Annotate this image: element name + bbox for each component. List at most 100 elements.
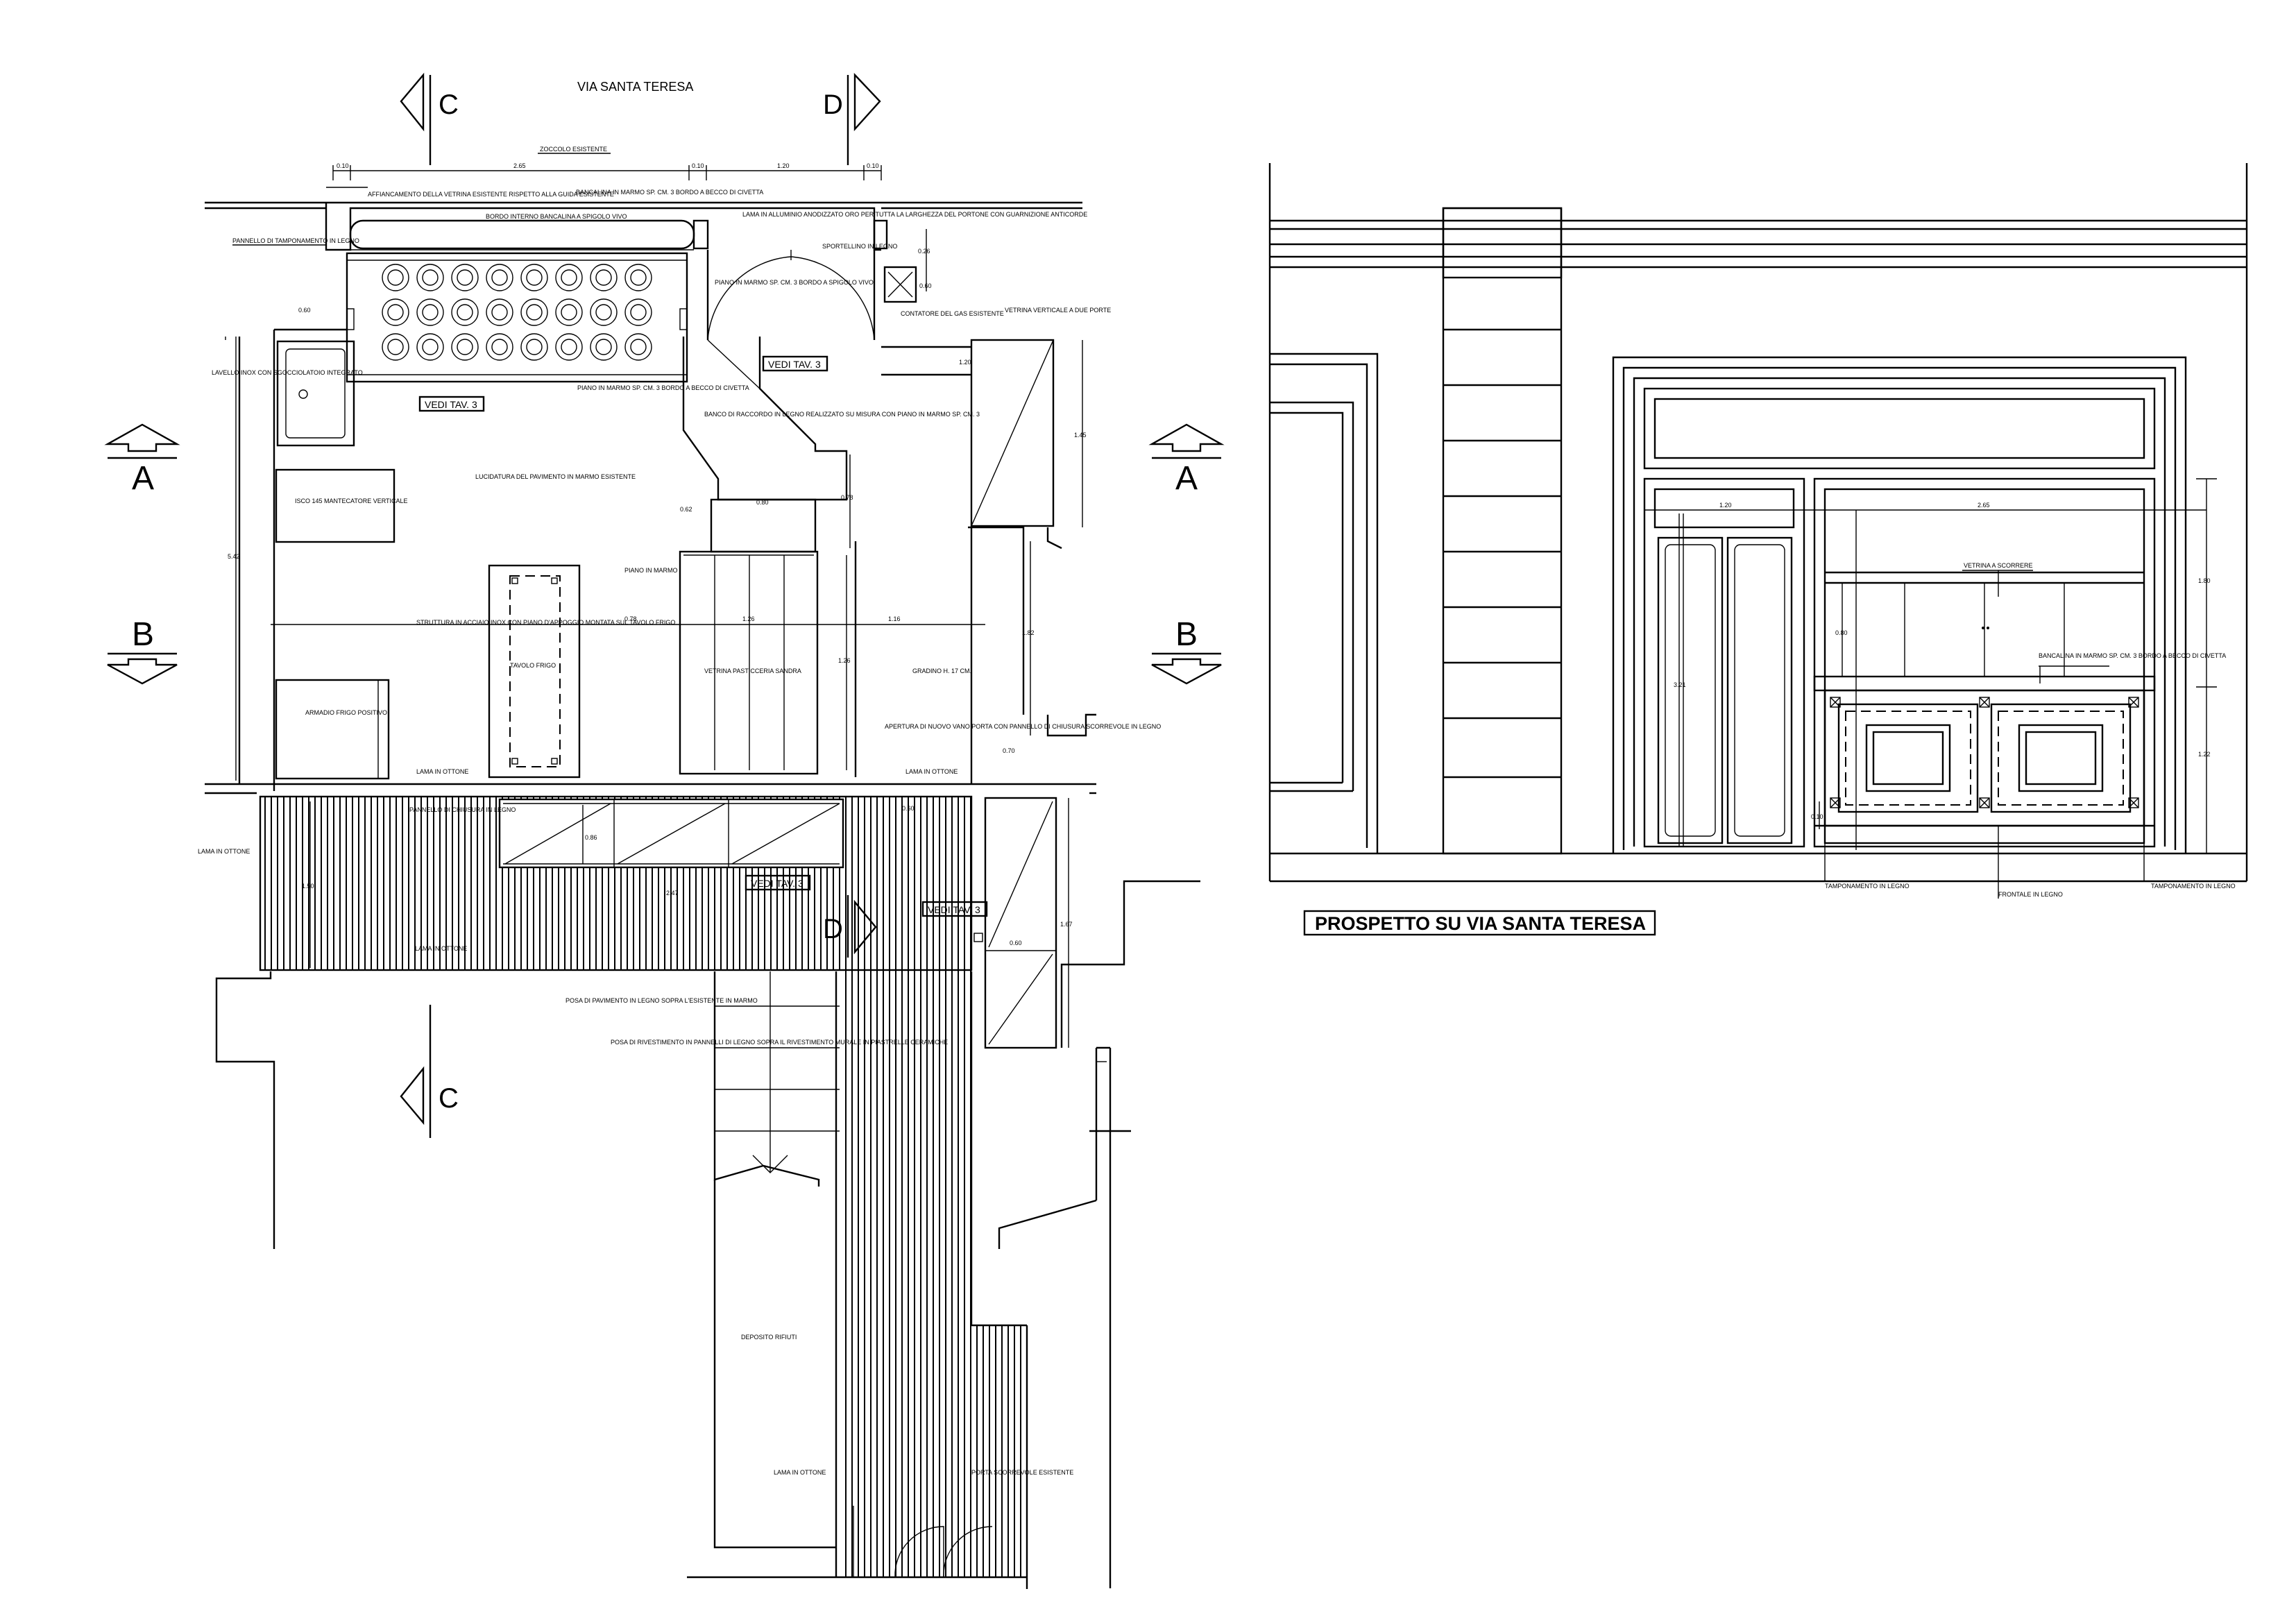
- plan-notes: ZOCCOLO ESISTENTE AFFIANCAMENTO DELLA VE…: [198, 146, 1161, 1476]
- svg-text:STRUTTURA IN ACCIAIO INOX CON: STRUTTURA IN ACCIAIO INOX CON PIANO D'AP…: [416, 619, 675, 626]
- gelato-containers: [382, 264, 652, 361]
- svg-text:1.20: 1.20: [777, 162, 790, 169]
- svg-text:ZOCCOLO ESISTENTE: ZOCCOLO ESISTENTE: [540, 146, 607, 153]
- svg-text:LAMA IN OTTONE: LAMA IN OTTONE: [774, 1469, 826, 1476]
- sink: [276, 340, 355, 447]
- pilaster: [1442, 207, 1563, 855]
- svg-text:1.20: 1.20: [1719, 502, 1732, 509]
- svg-text:D: D: [823, 90, 843, 120]
- section-marker-c-bottom: C: [400, 1005, 459, 1138]
- svg-text:SPORTELLINO IN LEGNO: SPORTELLINO IN LEGNO: [822, 243, 897, 250]
- svg-text:3.21: 3.21: [1674, 681, 1686, 688]
- svg-text:AFFIANCAMENTO DELLA VETRINA ES: AFFIANCAMENTO DELLA VETRINA ESISTENTE RI…: [368, 191, 614, 198]
- section-marker-b-right: B: [1151, 616, 1222, 685]
- svg-text:0.10: 0.10: [1811, 813, 1823, 820]
- svg-text:0.10: 0.10: [337, 162, 349, 169]
- svg-text:A: A: [132, 460, 154, 497]
- svg-text:1.67: 1.67: [1060, 921, 1073, 928]
- svg-text:FRONTALE IN LEGNO: FRONTALE IN LEGNO: [1998, 891, 2063, 898]
- cold-table: [488, 564, 581, 779]
- svg-text:BANCO DI RACCORDO IN LEGNO REA: BANCO DI RACCORDO IN LEGNO REALIZZATO SU…: [704, 411, 980, 418]
- svg-text:LAMA IN OTTONE: LAMA IN OTTONE: [416, 768, 468, 775]
- svg-text:BANCALINA IN MARMO SP. CM. 3 B: BANCALINA IN MARMO SP. CM. 3 BORDO A BEC…: [2039, 652, 2226, 659]
- svg-text:BORDO INTERNO BANCALINA A SPIG: BORDO INTERNO BANCALINA A SPIGOLO VIVO: [486, 213, 627, 220]
- svg-text:POSA DI PAVIMENTO IN LEGNO SOP: POSA DI PAVIMENTO IN LEGNO SOPRA L'ESIST…: [566, 997, 758, 1004]
- svg-text:5.42: 5.42: [228, 553, 240, 560]
- svg-text:LAMA IN OTTONE: LAMA IN OTTONE: [415, 945, 467, 952]
- svg-text:0.10: 0.10: [692, 162, 704, 169]
- elevation-title: PROSPETTO SU VIA SANTA TERESA: [1303, 910, 1656, 936]
- svg-text:VEDI TAV. 3: VEDI TAV. 3: [928, 904, 980, 915]
- svg-text:BANCALINA IN MARMO SP. CM. 3 B: BANCALINA IN MARMO SP. CM. 3 BORDO A BEC…: [576, 189, 763, 196]
- svg-text:C: C: [439, 90, 459, 120]
- svg-text:PIANO IN MARMO SP. CM. 3 BORDO: PIANO IN MARMO SP. CM. 3 BORDO A SPIGOLO…: [715, 279, 874, 286]
- svg-text:1.82: 1.82: [1022, 629, 1035, 636]
- wall-cabinets: [498, 798, 844, 869]
- svg-text:VEDI TAV. 3: VEDI TAV. 3: [425, 399, 477, 410]
- svg-text:LAMA IN ALLUMINIO ANODIZZATO O: LAMA IN ALLUMINIO ANODIZZATO ORO PER TUT…: [742, 211, 1087, 218]
- section-marker-a-left: A: [104, 423, 180, 497]
- elevation: 1.20 2.65 0.80 0.10 3.21 1.80 1.22 VETRI…: [1268, 163, 2248, 936]
- svg-text:0.78: 0.78: [624, 615, 637, 622]
- svg-text:2.47: 2.47: [666, 890, 679, 897]
- svg-text:0.60: 0.60: [902, 805, 915, 812]
- svg-text:0.80: 0.80: [756, 499, 769, 506]
- right-cabinet: [973, 797, 1057, 1049]
- svg-text:1.26: 1.26: [742, 615, 755, 622]
- svg-text:TAVOLO FRIGO: TAVOLO FRIGO: [510, 662, 556, 669]
- svg-text:0.62: 0.62: [680, 506, 692, 513]
- vedi-tav-tag-3: VEDI TAV. 3: [745, 874, 811, 891]
- svg-text:TAMPONAMENTO IN LEGNO: TAMPONAMENTO IN LEGNO: [2151, 883, 2236, 890]
- svg-text:VEDI TAV. 3: VEDI TAV. 3: [751, 878, 803, 889]
- svg-text:0.60: 0.60: [298, 307, 311, 314]
- section-marker-c-top: C: [400, 72, 459, 165]
- svg-text:VEDI TAV. 3: VEDI TAV. 3: [768, 359, 821, 370]
- svg-text:0.60: 0.60: [919, 282, 932, 289]
- svg-text:PROSPETTO SU VIA SANTA TERESA: PROSPETTO SU VIA SANTA TERESA: [1315, 913, 1646, 934]
- svg-text:DEPOSITO RIFIUTI: DEPOSITO RIFIUTI: [741, 1334, 797, 1341]
- svg-text:VETRINA VERTICALE A DUE PORTE: VETRINA VERTICALE A DUE PORTE: [1005, 307, 1111, 314]
- svg-text:APERTURA DI NUOVO VANO PORTA C: APERTURA DI NUOVO VANO PORTA CON PANNELL…: [885, 723, 1161, 730]
- svg-text:1.80: 1.80: [2198, 577, 2211, 584]
- svg-text:0.78: 0.78: [841, 494, 853, 501]
- vedi-tav-tag-4: VEDI TAV. 3: [921, 901, 988, 917]
- shopfront: [1612, 356, 2187, 853]
- svg-text:1.16: 1.16: [888, 615, 901, 622]
- vertical-showcase: [970, 339, 1055, 527]
- svg-text:0.86: 0.86: [585, 834, 597, 841]
- svg-text:1.50: 1.50: [302, 883, 314, 890]
- section-marker-d-top: D: [823, 72, 881, 165]
- svg-text:2.65: 2.65: [1978, 502, 1990, 509]
- svg-text:LUCIDATURA DEL PAVIMENTO IN MA: LUCIDATURA DEL PAVIMENTO IN MARMO ESISTE…: [475, 473, 636, 480]
- svg-text:1.26: 1.26: [838, 657, 851, 664]
- svg-text:1.22: 1.22: [2198, 751, 2211, 758]
- svg-text:ISCO 145 MANTECATORE VERTICALE: ISCO 145 MANTECATORE VERTICALE: [295, 498, 408, 504]
- svg-text:LAMA IN OTTONE: LAMA IN OTTONE: [198, 848, 250, 855]
- section-marker-d-mid: D: [823, 895, 877, 958]
- vedi-tav-tag-2: VEDI TAV. 3: [762, 355, 828, 372]
- wood-floor-hatch: [260, 797, 1027, 1577]
- svg-text:LAVELLO INOX CON SGOCCIOLATOIO: LAVELLO INOX CON SGOCCIOLATOIO INTEGRATO: [212, 369, 363, 376]
- batch-freezer: [275, 468, 396, 543]
- svg-text:A: A: [1175, 460, 1198, 497]
- svg-text:B: B: [132, 616, 154, 653]
- svg-text:PORTA SCORREVOLE ESISTENTE: PORTA SCORREVOLE ESISTENTE: [971, 1469, 1073, 1476]
- svg-text:GRADINO H. 17 CM.: GRADINO H. 17 CM.: [912, 668, 971, 674]
- section-marker-b-left: B: [107, 616, 178, 685]
- svg-text:0.26: 0.26: [918, 248, 930, 255]
- svg-text:0.80: 0.80: [1835, 629, 1848, 636]
- svg-text:CONTATORE DEL GAS ESISTENTE: CONTATORE DEL GAS ESISTENTE: [901, 310, 1004, 317]
- section-marker-a-right: A: [1148, 423, 1225, 497]
- svg-text:C: C: [439, 1083, 459, 1114]
- pastry-showcase: [679, 550, 819, 775]
- svg-text:PANNELLO DI TAMPONAMENTO IN LE: PANNELLO DI TAMPONAMENTO IN LEGNO: [232, 237, 359, 244]
- svg-text:LAMA IN OTTONE: LAMA IN OTTONE: [905, 768, 958, 775]
- fridge-cabinet: [275, 679, 390, 780]
- svg-text:0.60: 0.60: [1010, 940, 1022, 946]
- street-label: VIA SANTA TERESA: [577, 80, 693, 94]
- svg-text:0.10: 0.10: [867, 162, 879, 169]
- svg-text:ARMADIO FRIGO POSITIVO: ARMADIO FRIGO POSITIVO: [305, 709, 387, 716]
- svg-text:PIANO IN MARMO SP. CM. 3 BORDO: PIANO IN MARMO SP. CM. 3 BORDO A BECCO D…: [577, 384, 749, 391]
- svg-text:VETRINA PASTICCERIA SANDRA: VETRINA PASTICCERIA SANDRA: [704, 668, 801, 674]
